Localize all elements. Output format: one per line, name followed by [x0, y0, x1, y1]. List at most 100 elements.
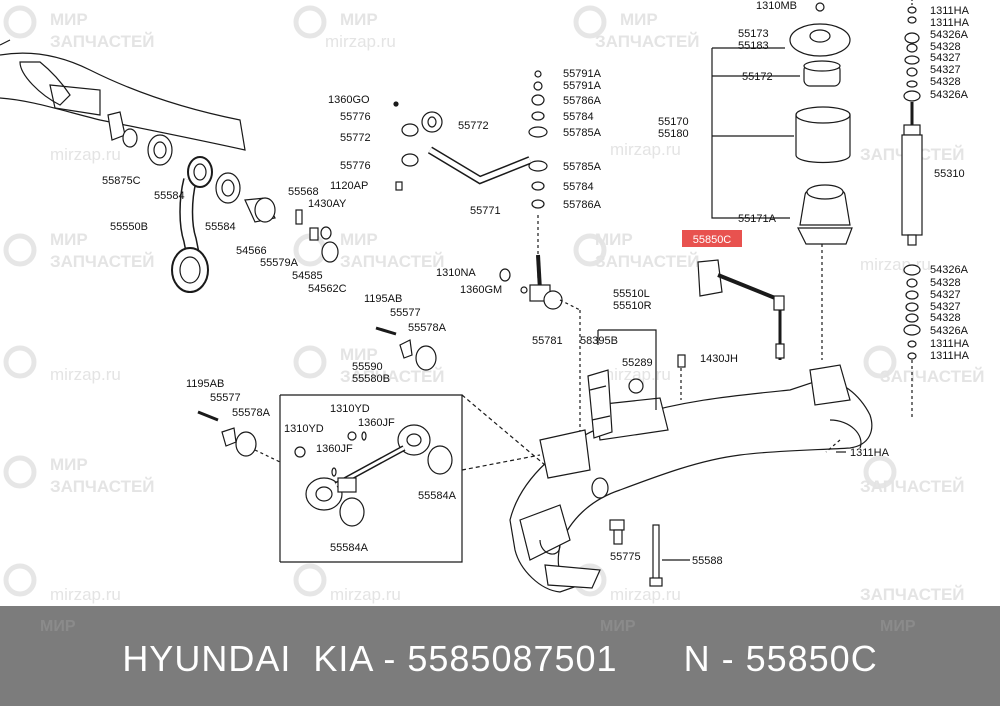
watermark-text: МИР	[340, 345, 378, 364]
label-55791A: 55791A	[563, 80, 602, 92]
link-55771	[393, 101, 532, 191]
label-55172: 55172	[742, 71, 773, 83]
label-55785A: 55785A	[563, 161, 602, 173]
bushing-54566	[244, 197, 276, 223]
label-55173: 55173	[738, 28, 769, 40]
label-55776: 55776	[340, 111, 371, 123]
label-54327: 54327	[930, 289, 961, 301]
label-55580B: 55580B	[352, 373, 390, 385]
highlighted-part-55850C	[697, 259, 785, 360]
watermark-text: ЗАПЧАСТЕЙ	[860, 585, 965, 604]
bracket-58395B	[587, 329, 657, 439]
bolt-55775	[609, 519, 625, 545]
label-54327: 54327	[930, 301, 961, 313]
watermark-site: mirzap.ru	[50, 585, 121, 604]
label-55784: 55784	[563, 181, 594, 193]
parts-diagram: МИР ЗАПЧАСТЕЙ МИР mirzap.ru МИР ЗАПЧАСТЕ…	[0, 0, 985, 604]
bump-stop-stack	[789, 2, 853, 360]
watermark-tile: МИР ЗАПЧАСТЕЙ	[3, 5, 155, 51]
label-55577: 55577	[390, 307, 421, 319]
label-55588: 55588	[692, 555, 723, 567]
label-1360JF: 1360JF	[316, 443, 353, 455]
washer-stack-center	[528, 70, 548, 280]
bracket-55170	[711, 48, 790, 219]
label-1310YD: 1310YD	[330, 403, 370, 415]
label-55579A: 55579A	[260, 257, 299, 269]
label-54326A: 54326A	[930, 264, 969, 276]
label-55171A: 55171A	[738, 213, 777, 225]
highlight-label: 55850C	[693, 234, 732, 246]
watermark-text: ЗАПЧАСТЕЙ	[50, 252, 155, 271]
watermark-text: ЗАПЧАСТЕЙ	[860, 477, 965, 496]
label-1310MB: 1310MB	[756, 0, 797, 12]
label-58395B: 58395B	[580, 335, 618, 347]
label-54327: 54327	[930, 64, 961, 76]
watermark-site: mirzap.ru	[325, 32, 396, 51]
label-1360JF: 1360JF	[358, 417, 395, 429]
label-54326A: 54326A	[930, 325, 969, 337]
label-55584A: 55584A	[330, 542, 369, 554]
watermark-text: МИР	[340, 10, 378, 29]
label-55510R: 55510R	[613, 300, 652, 312]
shock-absorber	[901, 0, 923, 420]
label-54566: 54566	[236, 245, 267, 257]
label-55875C: 55875C	[102, 175, 141, 187]
bushing-55875C	[107, 111, 138, 148]
label-54327: 54327	[930, 52, 961, 64]
label-55775: 55775	[610, 551, 641, 563]
bolt-1195AB-b	[197, 410, 257, 457]
label-1430JH: 1430JH	[700, 353, 738, 365]
bolt-55588	[649, 524, 690, 587]
label-55578A: 55578A	[408, 322, 447, 334]
watermark-layer: МИР ЗАПЧАСТЕЙ МИР mirzap.ru МИР ЗАПЧАСТЕ…	[3, 5, 985, 604]
label-55786A: 55786A	[563, 199, 602, 211]
label-54562C: 54562C	[308, 283, 347, 295]
watermark-text: МИР	[340, 230, 378, 249]
label-55584: 55584	[154, 190, 185, 202]
label-54585: 54585	[292, 270, 323, 282]
watermark-text: ЗАПЧАСТЕЙ	[880, 367, 985, 386]
label-55510L: 55510L	[613, 288, 650, 300]
label-55183: 55183	[738, 40, 769, 52]
label-54328: 54328	[930, 312, 961, 324]
rear-axle-body	[509, 364, 873, 593]
label-55577: 55577	[210, 392, 241, 404]
watermark-site: mirzap.ru	[330, 585, 401, 604]
bolt-1195AB-a	[375, 326, 437, 371]
bushing-55289	[628, 378, 644, 394]
highlight-badge: 55850C	[682, 230, 742, 247]
watermark-text: МИР	[880, 618, 916, 635]
watermark-site: mirzap.ru	[600, 365, 671, 384]
label-1195AB: 1195AB	[186, 378, 224, 390]
watermark-text: ЗАПЧАСТЕЙ	[340, 367, 445, 386]
label-1360GM: 1360GM	[460, 284, 502, 296]
watermark-text: ЗАПЧАСТЕЙ	[50, 32, 155, 51]
label-55785A: 55785A	[563, 127, 602, 139]
footer-part-number: HYUNDAI KIA - 5585087501 N - 55850C	[122, 638, 878, 679]
label-54328: 54328	[930, 41, 961, 53]
label-55289: 55289	[622, 357, 653, 369]
watermark-text: ЗАПЧАСТЕЙ	[340, 252, 445, 271]
label-55584A: 55584A	[418, 490, 457, 502]
trailing-arm-box	[279, 394, 541, 563]
bolt-1430JH	[677, 354, 686, 368]
watermark-site: mirzap.ru	[50, 365, 121, 384]
watermark-text: ЗАПЧАСТЕЙ	[50, 477, 155, 496]
label-55791A: 55791A	[563, 68, 602, 80]
bushing-55584	[147, 134, 173, 166]
watermark-text: ЗАПЧАСТЕЙ	[595, 32, 700, 51]
label-55568: 55568	[288, 186, 319, 198]
label-55590: 55590	[352, 361, 383, 373]
clip-55568	[295, 209, 339, 263]
label-55180: 55180	[658, 128, 689, 140]
label-1430AY: 1430AY	[308, 198, 347, 210]
watermark-text: ЗАПЧАСТЕЙ	[595, 252, 700, 271]
frame-sketch	[0, 39, 246, 151]
watermark-text: МИР	[40, 618, 76, 635]
label-55781: 55781	[532, 335, 563, 347]
label-55784: 55784	[563, 111, 594, 123]
watermark-site: mirzap.ru	[610, 140, 681, 159]
watermark-site: mirzap.ru	[50, 145, 121, 164]
label-1360GO: 1360GO	[328, 94, 370, 106]
watermark-text: МИР	[595, 230, 633, 249]
